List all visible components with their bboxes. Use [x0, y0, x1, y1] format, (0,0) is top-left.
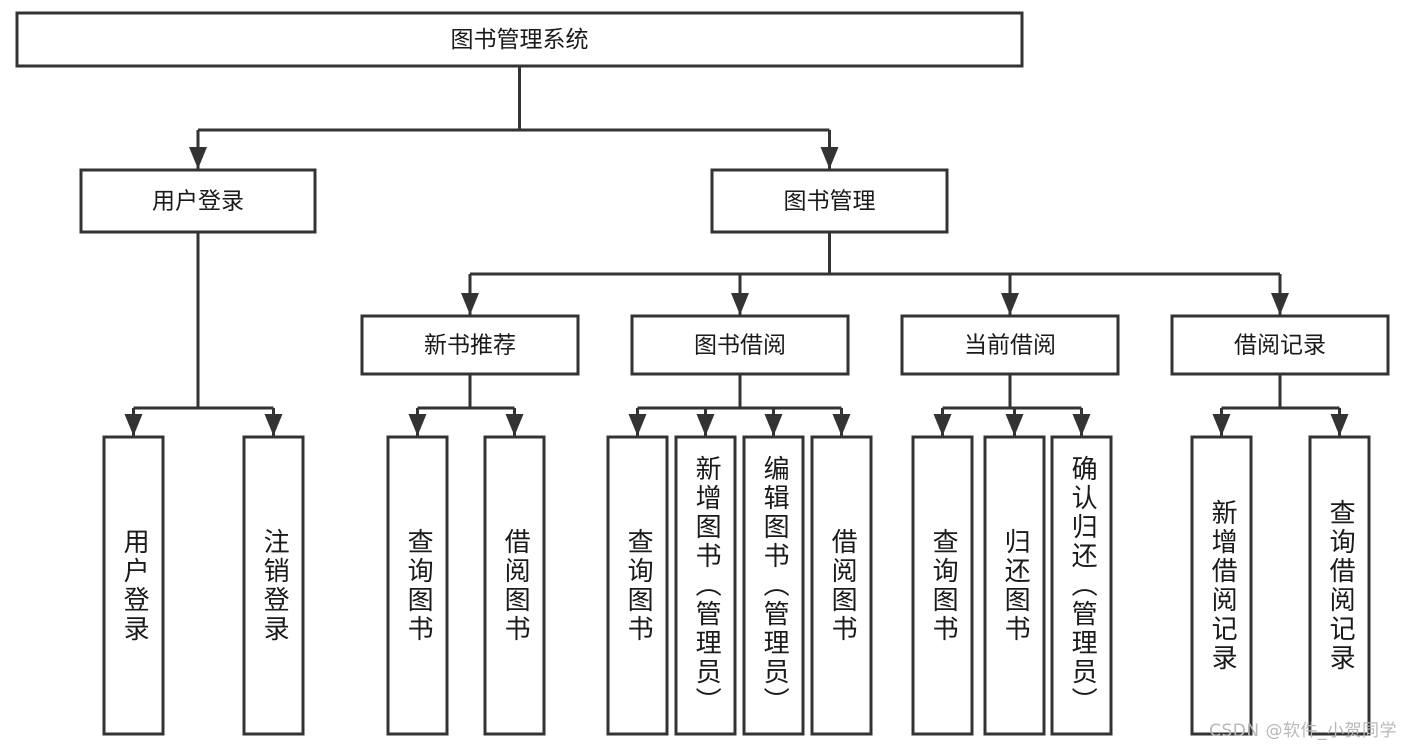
- book-borrow-arrow-0: [628, 414, 647, 436]
- node-label-book-management: 图书管理: [784, 189, 876, 215]
- book-borrow-arrow-3: [832, 414, 851, 436]
- node-box-leaf-add-record[interactable]: [1190, 435, 1253, 736]
- connector-lines: [124, 66, 1349, 436]
- borrow-record-arrow-0: [1212, 414, 1231, 436]
- node-box-leaf-query-book-2[interactable]: [606, 435, 669, 736]
- book-management-arrow-1: [731, 293, 749, 315]
- borrow-record-arrow-1: [1330, 414, 1349, 436]
- new-book-recommend-arrow-0: [408, 414, 427, 436]
- watermark-text: CSDN @软件_小贺同学: [1209, 721, 1397, 741]
- node-label-borrow-record: 借阅记录: [1234, 333, 1326, 359]
- book-management-arrow-0: [461, 293, 479, 315]
- node-box-user-login[interactable]: [79, 168, 317, 234]
- node-box-leaf-user-login[interactable]: [102, 435, 165, 736]
- node-box-leaf-borrow-book-2[interactable]: [810, 435, 873, 736]
- node-box-book-management[interactable]: [710, 168, 949, 234]
- user-login-arrow-0: [124, 414, 143, 436]
- node-boxes: [15, 11, 1390, 736]
- current-borrow-arrow-2: [1072, 414, 1091, 436]
- node-box-new-book-recommend[interactable]: [360, 314, 580, 376]
- book-management-arrow-3: [1271, 293, 1289, 315]
- node-box-leaf-confirm-return[interactable]: [1050, 435, 1113, 736]
- node-box-leaf-query-book-3[interactable]: [911, 435, 974, 736]
- node-box-leaf-logout[interactable]: [242, 435, 305, 736]
- node-box-book-borrow[interactable]: [630, 314, 850, 376]
- current-borrow-arrow-1: [1005, 414, 1024, 436]
- node-box-leaf-return-book[interactable]: [983, 435, 1046, 736]
- root-arrow-1: [820, 147, 839, 169]
- node-box-current-borrow[interactable]: [900, 314, 1120, 376]
- node-box-leaf-add-book[interactable]: [674, 435, 737, 736]
- new-book-recommend-arrow-1: [505, 414, 524, 436]
- book-borrow-arrow-2: [764, 414, 783, 436]
- node-box-borrow-record[interactable]: [1170, 314, 1390, 376]
- book-management-arrow-2: [1001, 293, 1019, 315]
- node-box-leaf-edit-book[interactable]: [742, 435, 805, 736]
- root-arrow-0: [189, 147, 207, 169]
- node-label-user-login: 用户登录: [152, 189, 244, 215]
- book-borrow-arrow-1: [696, 414, 715, 436]
- node-box-leaf-borrow-book-1[interactable]: [483, 435, 546, 736]
- node-label-book-borrow: 图书借阅: [694, 333, 786, 359]
- node-box-root[interactable]: [15, 11, 1024, 68]
- node-label-current-borrow: 当前借阅: [964, 333, 1056, 359]
- current-borrow-arrow-0: [933, 414, 952, 436]
- node-label-new-book-recommend: 新书推荐: [424, 333, 516, 359]
- node-label-root: 图书管理系统: [451, 27, 589, 53]
- user-login-arrow-1: [264, 414, 283, 436]
- node-box-leaf-query-record[interactable]: [1308, 435, 1371, 736]
- node-box-leaf-query-book-1[interactable]: [386, 435, 449, 736]
